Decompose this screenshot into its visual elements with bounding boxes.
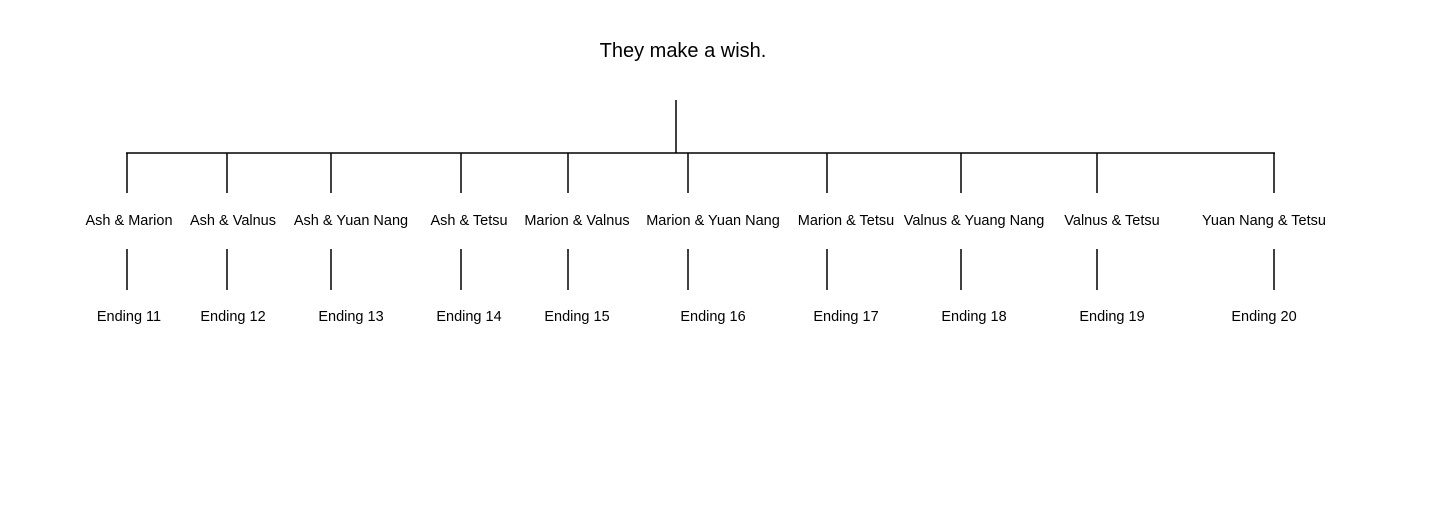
- pair-label: Yuan Nang & Tetsu: [1202, 213, 1326, 229]
- pair-label: Ash & Tetsu: [430, 213, 508, 229]
- diagram-title: They make a wish.: [599, 40, 767, 62]
- ending-label: Ending 19: [1079, 309, 1145, 325]
- pair-label: Marion & Yuan Nang: [646, 213, 780, 229]
- ending-label: Ending 12: [200, 309, 266, 325]
- ending-label: Ending 20: [1231, 309, 1297, 325]
- ending-label: Ending 17: [813, 309, 879, 325]
- ending-label: Ending 11: [96, 309, 162, 325]
- pair-label: Valnus & Tetsu: [1064, 213, 1160, 229]
- pair-label: Ash & Marion: [85, 213, 173, 229]
- ending-label: Ending 13: [318, 309, 384, 325]
- ending-label: Ending 18: [941, 309, 1007, 325]
- ending-label: Ending 15: [544, 309, 610, 325]
- pair-label: Marion & Tetsu: [797, 213, 895, 229]
- pair-label: Valnus & Yuang Nang: [903, 213, 1045, 229]
- pair-label: Ash & Yuan Nang: [293, 213, 409, 229]
- pair-label: Ash & Valnus: [190, 213, 276, 229]
- pair-label: Marion & Valnus: [524, 213, 630, 229]
- ending-label: Ending 16: [680, 309, 746, 325]
- ending-label: Ending 14: [436, 309, 502, 325]
